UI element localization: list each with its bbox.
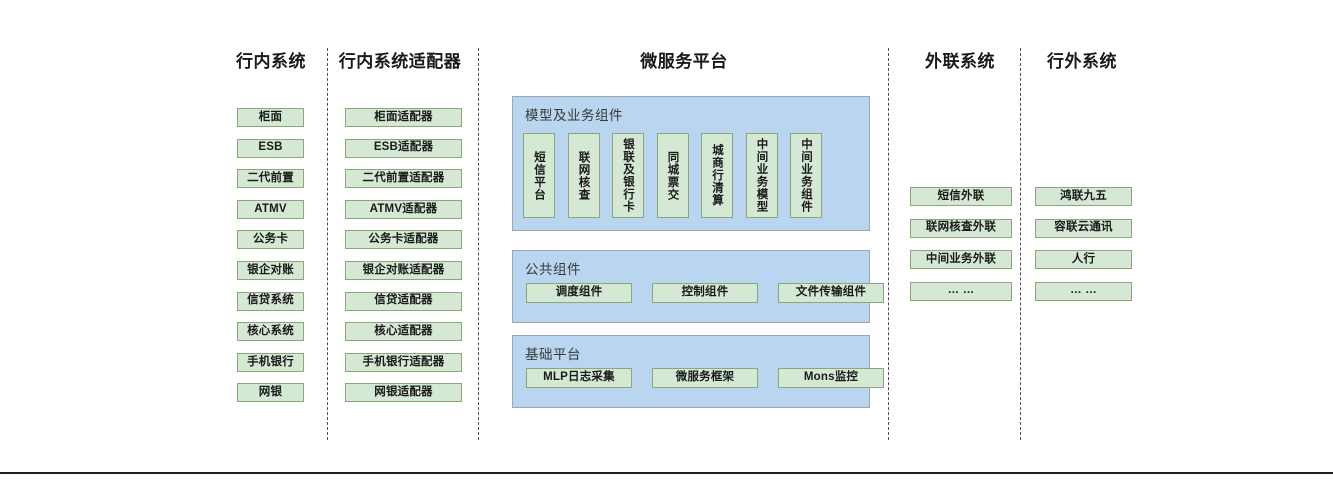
column-header-internal-systems: 行内系统 [236, 52, 306, 71]
node-common-component-3[interactable]: 文件传输组件 [778, 283, 884, 303]
node-internal-system-9[interactable]: 手机银行 [237, 352, 304, 372]
node-label: 中间业务模型 [755, 138, 768, 213]
panel-title-1: 模型及业务组件 [525, 108, 623, 123]
node-base-platform-3[interactable]: Mons监控 [778, 368, 884, 388]
node-internal-system-3[interactable]: 二代前置 [237, 169, 304, 189]
bottom-separator-rule [0, 472, 1333, 474]
column-header-microservice-platform: 微服务平台 [640, 52, 728, 71]
panel-title-2: 公共组件 [525, 262, 581, 277]
node-external-link-4[interactable]: … … [910, 281, 1012, 301]
panel-2: 公共组件调度组件控制组件文件传输组件 [512, 250, 884, 323]
node-label: 城商行清算 [711, 144, 724, 207]
column-divider-3 [888, 48, 889, 440]
node-model-component-1[interactable]: 短信平台 [523, 133, 555, 218]
node-model-component-7[interactable]: 中间业务组件 [790, 133, 822, 218]
node-internal-adapter-2[interactable]: ESB适配器 [345, 138, 462, 158]
node-label: 银联及银行卡 [622, 138, 635, 213]
node-internal-adapter-4[interactable]: ATMV适配器 [345, 199, 462, 219]
node-internal-system-7[interactable]: 信贷系统 [237, 291, 304, 311]
panel-3: 基础平台 MLP日志采集微服务框架 Mons监控 [512, 335, 884, 408]
node-common-component-1[interactable]: 调度组件 [526, 283, 632, 303]
column-divider-1 [327, 48, 328, 440]
node-label: 联网核查 [577, 150, 590, 201]
node-internal-system-1[interactable]: 柜面 [237, 108, 304, 127]
node-label: 短信平台 [533, 150, 546, 201]
node-internal-system-6[interactable]: 银企对账 [237, 261, 304, 280]
node-internal-adapter-7[interactable]: 信贷适配器 [345, 291, 462, 311]
node-internal-adapter-10[interactable]: 网银适配器 [345, 383, 462, 403]
node-model-component-3[interactable]: 银联及银行卡 [612, 133, 644, 218]
node-external-link-1[interactable]: 短信外联 [910, 187, 1012, 206]
node-label: 中间业务组件 [800, 138, 813, 213]
node-outside-bank-2[interactable]: 容联云通讯 [1035, 218, 1132, 238]
node-model-component-4[interactable]: 同城票交 [656, 133, 689, 218]
node-internal-system-4[interactable]: ATMV [237, 199, 304, 219]
node-model-component-2[interactable]: 联网核查 [567, 133, 600, 218]
node-label: 同城票交 [666, 150, 679, 201]
column-header-internal-adapters: 行内系统适配器 [338, 52, 462, 71]
column-header-outside-bank: 行外系统 [1047, 52, 1117, 71]
node-internal-adapter-5[interactable]: 公务卡适配器 [345, 230, 462, 250]
node-internal-adapter-9[interactable]: 手机银行适配器 [345, 352, 462, 372]
node-external-link-3[interactable]: 中间业务外联 [910, 250, 1012, 269]
node-outside-bank-3[interactable]: 人行 [1035, 250, 1132, 269]
node-base-platform-2[interactable]: 微服务框架 [652, 368, 758, 388]
node-internal-system-5[interactable]: 公务卡 [237, 230, 304, 250]
node-internal-system-2[interactable]: ESB [237, 138, 304, 158]
node-internal-adapter-1[interactable]: 柜面适配器 [345, 108, 462, 127]
node-external-link-2[interactable]: 联网核查外联 [910, 218, 1012, 238]
node-internal-system-10[interactable]: 网银 [237, 383, 304, 403]
node-model-component-5[interactable]: 城商行清算 [701, 133, 733, 218]
panel-title-3: 基础平台 [525, 347, 581, 362]
node-base-platform-1[interactable]: MLP日志采集 [526, 368, 632, 388]
node-outside-bank-4[interactable]: … … [1035, 281, 1132, 301]
node-model-component-6[interactable]: 中间业务模型 [745, 133, 778, 218]
column-divider-2 [478, 48, 479, 440]
node-internal-adapter-3[interactable]: 二代前置适配器 [345, 169, 462, 189]
node-internal-adapter-6[interactable]: 银企对账适配器 [345, 261, 462, 280]
column-header-external-link: 外联系统 [925, 52, 995, 71]
node-outside-bank-1[interactable]: 鸿联九五 [1035, 187, 1132, 206]
panel-1: 模型及业务组件短信平台 联网核查 银联及银行卡 同城票交 城商行清算 中间业务模型 中间业务… [512, 96, 870, 231]
node-common-component-2[interactable]: 控制组件 [652, 283, 758, 303]
node-internal-system-8[interactable]: 核心系统 [237, 322, 304, 342]
column-divider-4 [1020, 48, 1021, 440]
node-internal-adapter-8[interactable]: 核心适配器 [345, 322, 462, 342]
